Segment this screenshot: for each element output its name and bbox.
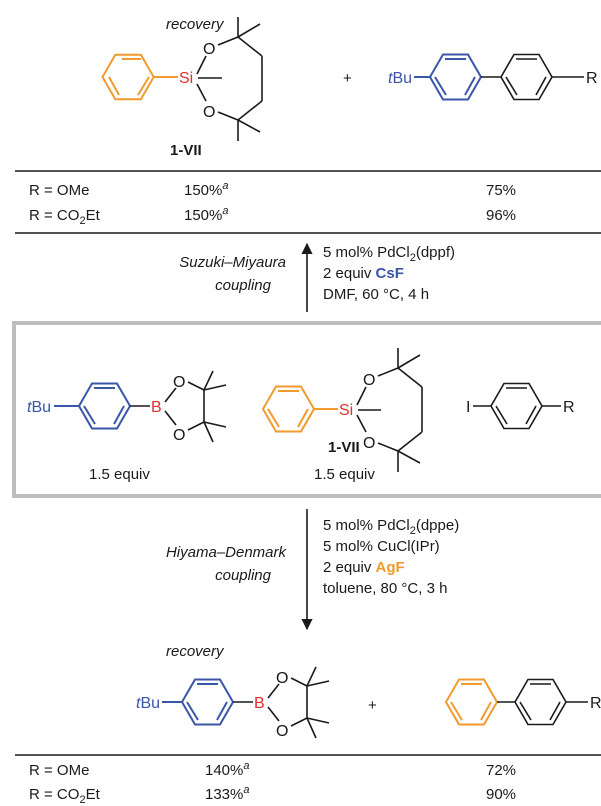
top-tbu-group: tBu bbox=[388, 70, 412, 87]
top-table-row-2: R = CO2Et 150%a 96% bbox=[29, 205, 516, 227]
mid-iodine-atom: I bbox=[466, 399, 470, 416]
mid-r-group: R bbox=[563, 399, 575, 416]
bottom-table-row-1: R = OMe 140%a 72% bbox=[29, 760, 516, 779]
bottom-row2-yield: 90% bbox=[486, 786, 516, 803]
mid-silane-equiv: 1.5 equiv bbox=[314, 466, 375, 483]
top-row1-substituent: R = OMe bbox=[29, 182, 89, 199]
top-oxygen-upper: O bbox=[203, 41, 215, 58]
mid-tbu-group: tBu bbox=[27, 399, 51, 416]
suzuki-condition-solvent: DMF, 60 °C, 4 h bbox=[323, 286, 429, 303]
top-plus-sign: + bbox=[343, 70, 352, 87]
top-compound-label: 1-VII bbox=[170, 142, 202, 159]
top-silicon-atom: Si bbox=[179, 70, 193, 87]
bottom-row2-recovery: 133%a bbox=[205, 784, 250, 803]
top-silane-phenyl-ring bbox=[101, 53, 155, 101]
bottom-biaryl-product: R bbox=[444, 678, 601, 726]
mid-oxygen-lower: O bbox=[173, 427, 185, 444]
suzuki-condition-base: 2 equiv CsF bbox=[323, 265, 404, 282]
top-row2-substituent: R = CO2Et bbox=[29, 207, 101, 227]
hiyama-name-line1: Hiyama–Denmark bbox=[166, 544, 288, 561]
mid-oxygen-lower-si: O bbox=[363, 435, 375, 452]
bottom-r-group: R bbox=[590, 695, 601, 712]
bottom-boron-atom: B bbox=[254, 695, 265, 712]
hiyama-name-line2: coupling bbox=[215, 567, 272, 584]
mid-silane-structure: Si O O bbox=[261, 348, 423, 472]
top-biaryl-product: tBu R bbox=[388, 53, 598, 101]
mid-oxygen-upper: O bbox=[173, 374, 185, 391]
mid-tbu-phenyl-ring bbox=[77, 382, 132, 430]
top-r-group: R bbox=[586, 70, 598, 87]
mid-boron-atom: B bbox=[151, 399, 162, 416]
suzuki-name-line2: coupling bbox=[215, 277, 272, 294]
bottom-orange-phenyl-ring bbox=[444, 678, 499, 726]
bottom-row2-substituent: R = CO2Et bbox=[29, 786, 101, 806]
top-aryl-r-ring bbox=[500, 53, 553, 101]
bottom-row1-recovery: 140%a bbox=[205, 760, 250, 779]
hiyama-condition-catalyst: 5 mol% PdCl2(dppe) bbox=[323, 517, 459, 537]
top-table-row-1: R = OMe 150%a 75% bbox=[29, 180, 516, 199]
bottom-oxygen-lower: O bbox=[276, 723, 288, 740]
bottom-tbu-phenyl-ring bbox=[180, 678, 235, 726]
mid-silane-phenyl-ring bbox=[261, 385, 316, 433]
top-recovery-label: recovery bbox=[166, 16, 225, 33]
mid-aryl-iodide-ring bbox=[490, 382, 543, 430]
top-silane-structure: Si O O bbox=[101, 17, 263, 141]
bottom-plus-sign: + bbox=[368, 697, 377, 714]
top-row2-recovery: 150%a bbox=[184, 205, 229, 224]
top-row2-yield: 96% bbox=[486, 207, 516, 224]
bottom-row1-substituent: R = OMe bbox=[29, 762, 89, 779]
bottom-boronate-structure: tBu B O O bbox=[136, 666, 330, 740]
top-oxygen-lower: O bbox=[203, 104, 215, 121]
mid-silicon-atom: Si bbox=[339, 402, 353, 419]
suzuki-name-line1: Suzuki–Miyaura bbox=[179, 254, 286, 271]
bottom-recovery-label: recovery bbox=[166, 643, 225, 660]
mid-boronate-equiv: 1.5 equiv bbox=[89, 466, 150, 483]
hiyama-condition-activator: 2 equiv AgF bbox=[323, 559, 405, 576]
mid-boronate-structure: tBu B O O bbox=[27, 370, 227, 444]
bottom-aryl-r-ring bbox=[514, 678, 567, 726]
mid-aryl-iodide-structure: I R bbox=[466, 382, 575, 430]
bottom-tbu-group: tBu bbox=[136, 695, 160, 712]
top-tbu-phenyl-ring bbox=[428, 53, 483, 101]
bottom-row1-yield: 72% bbox=[486, 762, 516, 779]
mid-oxygen-upper-si: O bbox=[363, 372, 375, 389]
hiyama-condition-cocatalyst: 5 mol% CuCl(IPr) bbox=[323, 538, 440, 555]
bottom-oxygen-upper: O bbox=[276, 670, 288, 687]
suzuki-condition-catalyst: 5 mol% PdCl2(dppf) bbox=[323, 244, 455, 264]
reactants-frame bbox=[12, 321, 601, 498]
bottom-table-row-2: R = CO2Et 133%a 90% bbox=[29, 784, 516, 806]
hiyama-condition-solvent: toluene, 80 °C, 3 h bbox=[323, 580, 447, 597]
top-row1-recovery: 150%a bbox=[184, 180, 229, 199]
top-row1-yield: 75% bbox=[486, 182, 516, 199]
mid-compound-label: 1-VII bbox=[328, 439, 360, 456]
